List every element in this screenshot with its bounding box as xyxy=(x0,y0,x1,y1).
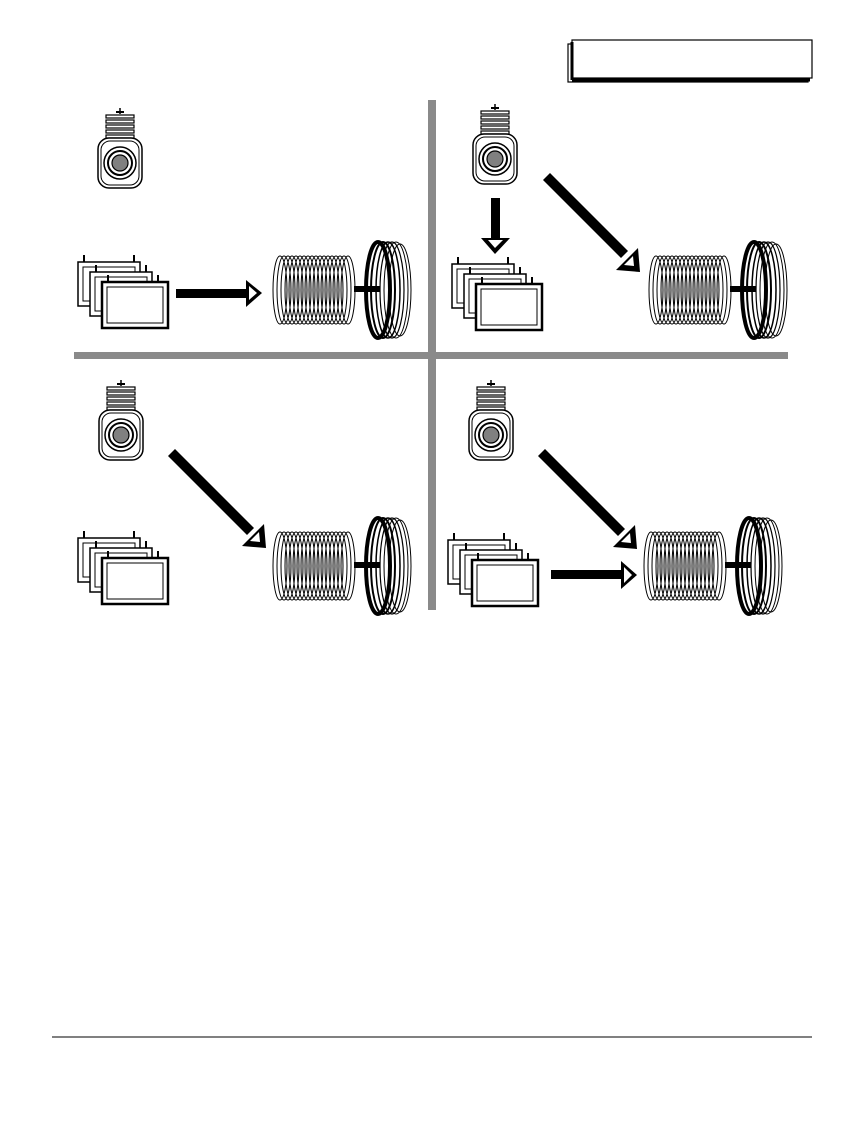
horizontal-divider xyxy=(74,352,788,359)
arrow-engine-to-motor xyxy=(168,449,266,548)
battery-bank-icon xyxy=(76,253,170,330)
motor-coil-icon xyxy=(271,240,413,340)
battery-bank-icon xyxy=(76,529,170,606)
arrow-engine-to-battery xyxy=(481,198,510,254)
panel-bottom-left xyxy=(76,379,413,616)
panel-top-left xyxy=(76,107,413,340)
motor-coil-icon xyxy=(642,516,784,616)
header-label-box xyxy=(567,39,813,83)
engine-icon xyxy=(98,379,144,461)
engine-icon xyxy=(472,103,518,185)
arrow-battery-to-motor xyxy=(551,561,637,589)
arrow-engine-to-motor xyxy=(543,173,640,272)
engine-icon xyxy=(97,107,143,189)
motor-coil-icon xyxy=(271,516,413,616)
battery-bank-icon xyxy=(446,531,540,608)
engine-icon xyxy=(468,379,514,461)
panel-bottom-right xyxy=(446,379,784,616)
panel-top-right xyxy=(450,103,789,340)
arrow-engine-to-motor xyxy=(538,449,637,549)
battery-bank-icon xyxy=(450,255,544,332)
arrow-battery-to-motor xyxy=(176,280,262,307)
motor-coil-icon xyxy=(647,240,789,340)
